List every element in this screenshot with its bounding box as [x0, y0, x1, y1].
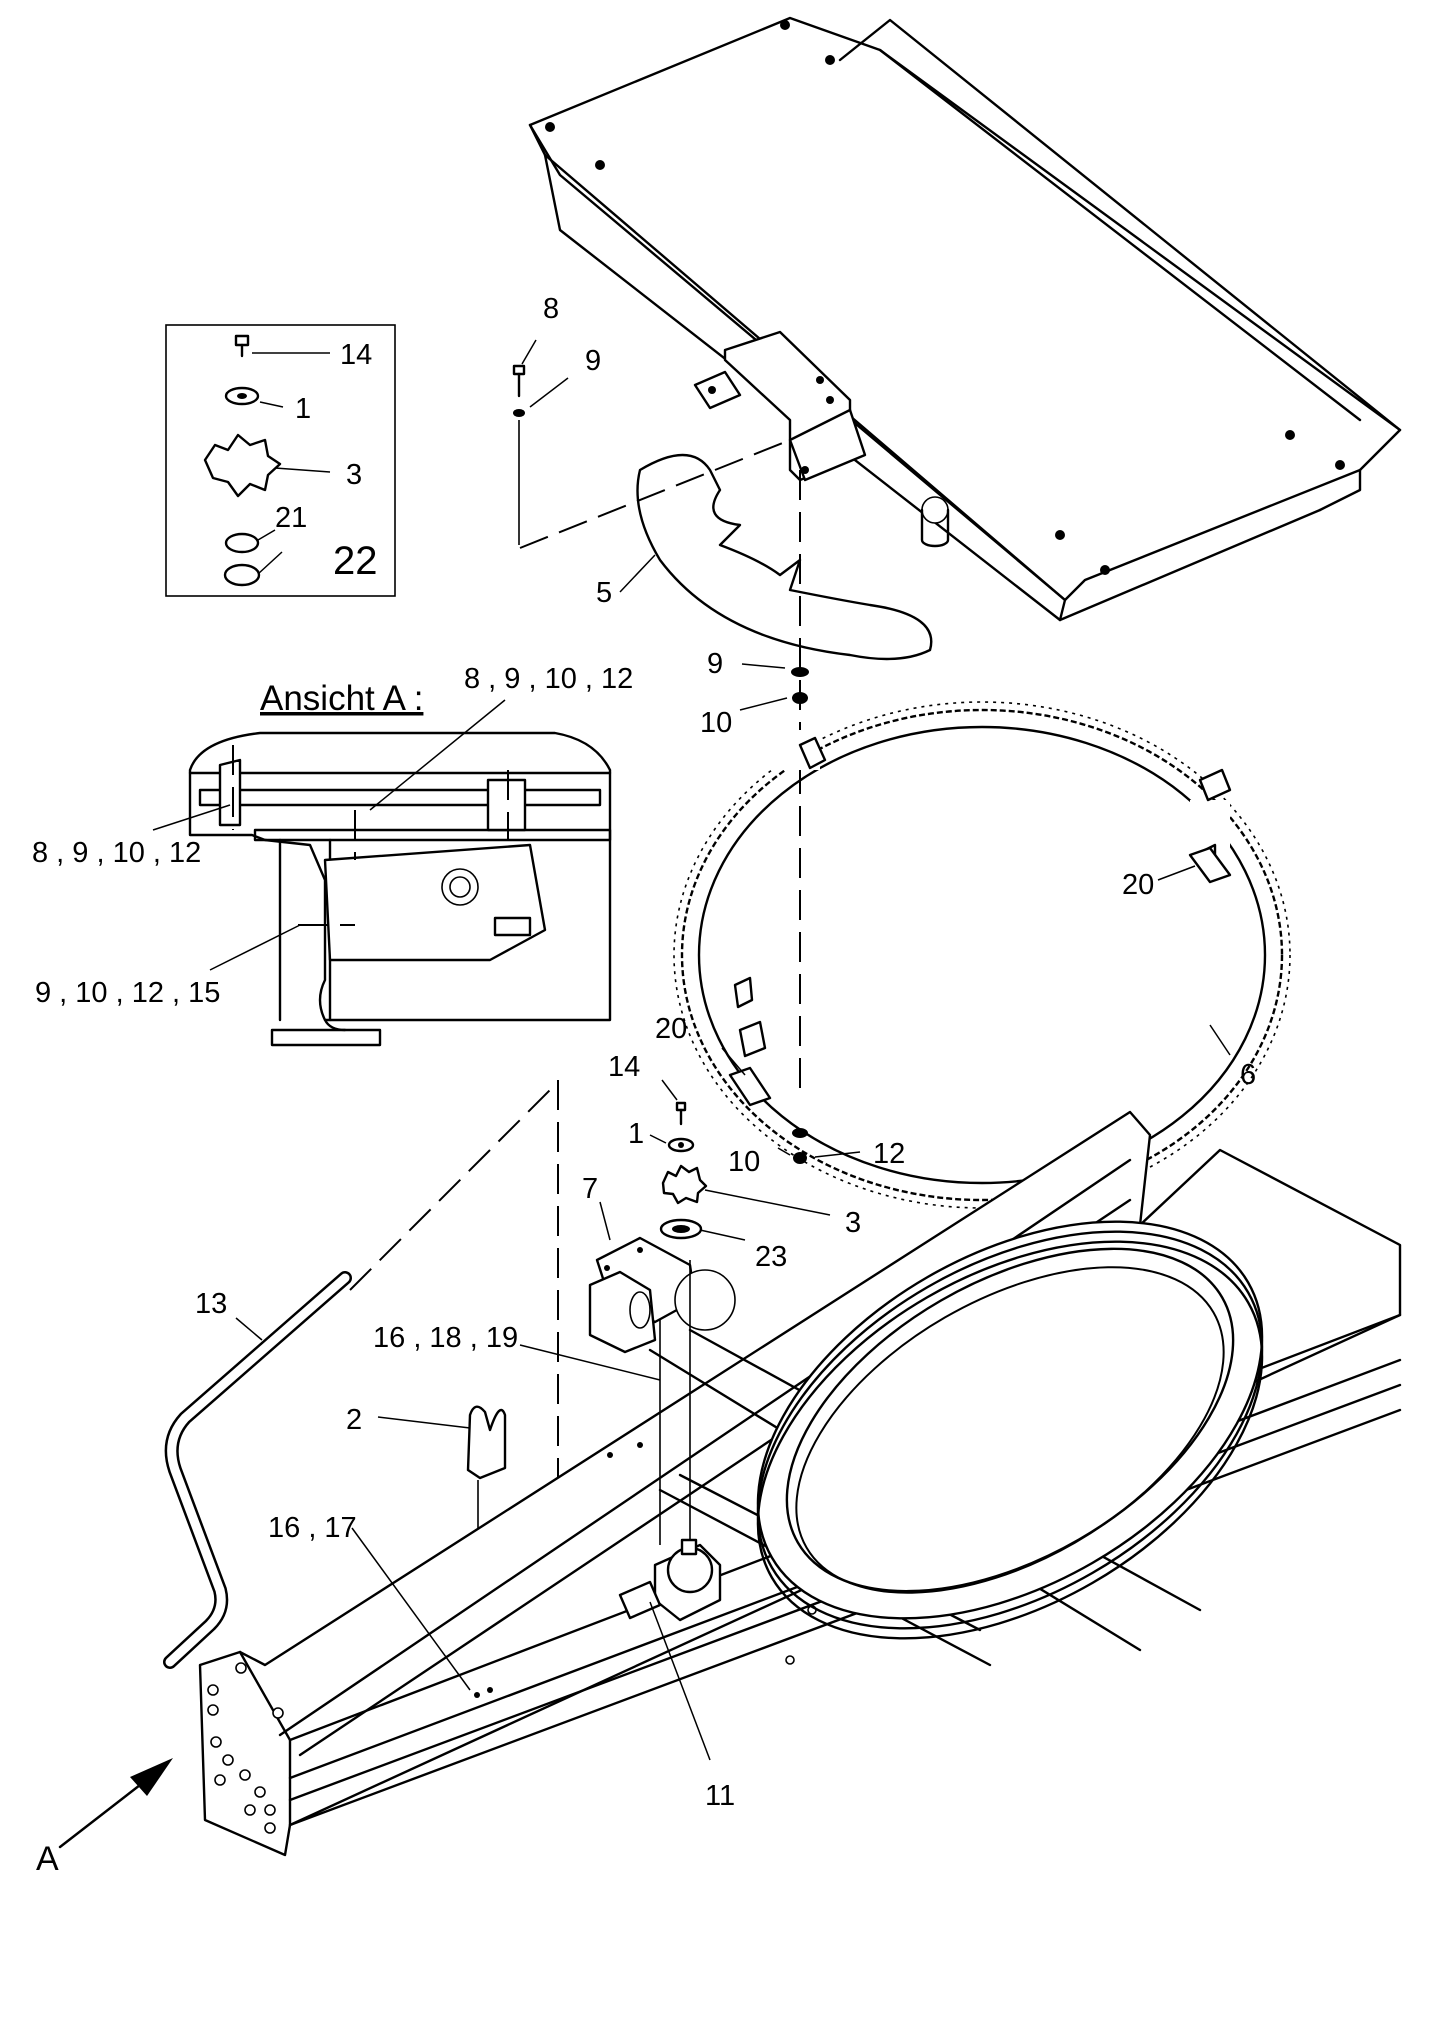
callout-16-18-19: 16 , 18 , 19 [373, 1322, 518, 1354]
inset-label-14: 14 [340, 339, 372, 371]
callout-23: 23 [755, 1241, 787, 1273]
part-6-toothed-ring [673, 701, 1291, 1209]
leader-lines [152, 339, 1231, 1761]
part-20-right [1188, 846, 1232, 884]
view-a-arrow [58, 1758, 173, 1849]
slewing-ring [756, 1220, 1264, 1640]
callout-20-right: 20 [1122, 869, 1154, 901]
nut-10-low [793, 1152, 807, 1164]
callout-3: 3 [845, 1207, 861, 1239]
nut-10-mid [792, 692, 808, 704]
callout-8: 8 [543, 293, 559, 325]
part-11-gearbox [618, 1538, 722, 1622]
part-20-left [728, 1066, 772, 1107]
callout-10-mid: 10 [700, 707, 732, 739]
inset-kit-22 [165, 324, 396, 597]
callout-9-mid: 9 [707, 648, 723, 680]
callout-14: 14 [608, 1051, 640, 1083]
callout-1: 1 [628, 1118, 644, 1150]
inset-label-3: 3 [346, 459, 362, 491]
callout-labels: 14 1 3 21 22 Ansicht A : 8 , 9 , 10 , 12… [32, 293, 1256, 1878]
view-a-label-left: 8 , 9 , 10 , 12 [32, 837, 201, 869]
callout-12: 12 [873, 1138, 905, 1170]
callout-7: 7 [582, 1173, 598, 1205]
washer-12 [792, 1128, 808, 1138]
callout-11: 11 [705, 1780, 735, 1812]
callout-5: 5 [596, 577, 612, 609]
inset-label-21: 21 [275, 502, 307, 534]
washer-9-top [513, 409, 525, 417]
view-a-label-top: 8 , 9 , 10 , 12 [464, 663, 633, 695]
bolt-8 [512, 364, 526, 398]
inset-label-22: 22 [333, 539, 378, 583]
segment-brackets [733, 736, 1232, 1058]
callout-13: 13 [195, 1288, 227, 1320]
part-2-clip [466, 1405, 507, 1480]
view-a-label-bottom: 9 , 10 , 12 , 15 [35, 977, 220, 1009]
mounting-bracket [693, 330, 867, 482]
callout-2: 2 [346, 1404, 362, 1436]
callout-A: A [36, 1840, 59, 1878]
callout-20-left: 20 [655, 1013, 687, 1045]
part-7-bracket [588, 1236, 736, 1354]
callout-6: 6 [1240, 1059, 1256, 1091]
pinion-3 [661, 1164, 708, 1205]
screw-14 [675, 1101, 687, 1126]
view-a-title: Ansicht A : [260, 679, 423, 718]
callout-10-low: 10 [728, 1146, 760, 1178]
view-a-detail [188, 731, 612, 1047]
inset-label-1: 1 [295, 393, 311, 425]
callout-16-17: 16 , 17 [268, 1512, 357, 1544]
assembly-line-rod [349, 1084, 556, 1291]
callout-9-top: 9 [585, 345, 601, 377]
part-5-guide-plate [636, 453, 933, 661]
assembly-line-bolt [519, 439, 791, 549]
washer-9-mid [791, 667, 809, 677]
hopper-chute [528, 16, 1402, 622]
